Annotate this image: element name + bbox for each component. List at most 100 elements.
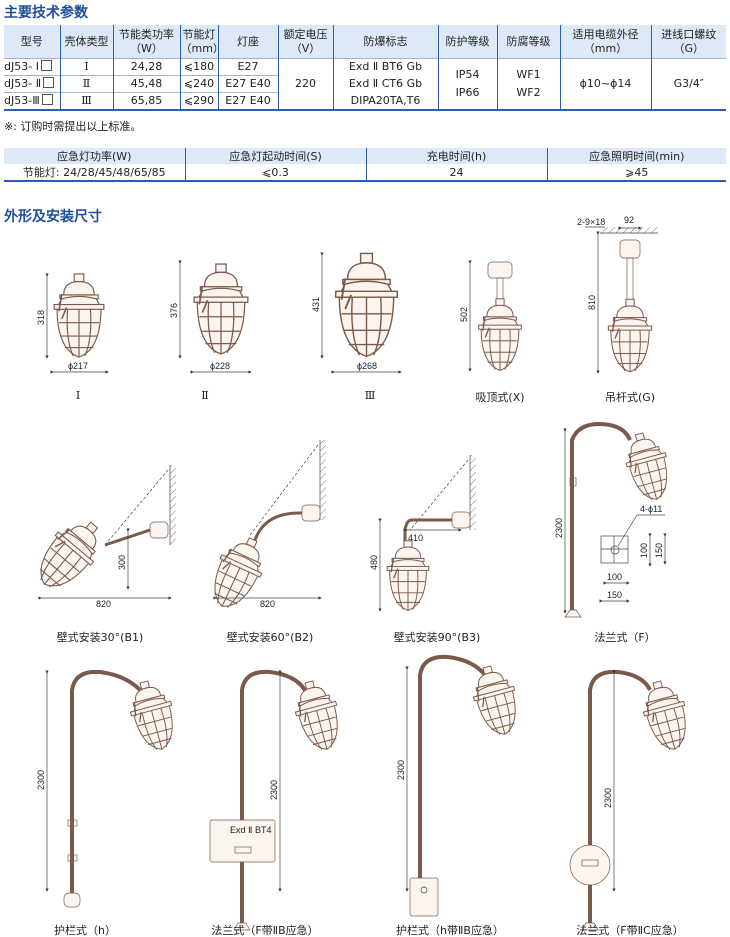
thread-cell: G3/4″ xyxy=(650,58,726,110)
caption-ceiling: 吸顶式(X) xyxy=(475,391,525,404)
caption-flange-b: 法兰式（F带ⅡB应急） xyxy=(211,924,319,937)
pendant-mount-drawing xyxy=(585,226,658,374)
col-header: 进线口螺纹 （G） xyxy=(650,25,726,59)
flange-c-emergency-drawing xyxy=(569,669,696,931)
lamp-cell: ⩽240 xyxy=(179,75,218,93)
shell-cell: Ⅱ xyxy=(59,75,113,93)
dim-label: 2300 xyxy=(396,760,406,780)
dim-label: 480 xyxy=(369,555,379,570)
flange-mount-drawing xyxy=(563,422,677,618)
ip-value: IP54 xyxy=(455,68,480,81)
wf-value: WF1 xyxy=(516,68,541,81)
guardrail-mount-drawing xyxy=(45,669,183,908)
dim-label: 431 xyxy=(311,297,321,312)
ex-mark: DIPA20TA,T6 xyxy=(350,94,421,107)
col-header: 适用电缆外径 （mm） xyxy=(559,25,651,59)
model-cell: dJ53- Ⅱ xyxy=(4,77,42,90)
lighting-time-cell: ⩾45 xyxy=(546,164,726,181)
box-label: Exd Ⅱ BT4 xyxy=(230,825,271,835)
model-cell: dJ53- Ⅰ xyxy=(4,60,39,73)
emergency-table: 应急灯功率(W) 应急灯起动时间(S) 充电时间(h) 应急照明时间(min) … xyxy=(4,148,726,182)
dim-label: 2300 xyxy=(269,780,279,800)
table-row: dJ53- Ⅱ Ⅱ 45,48 ⩽240 E27 E40 xyxy=(4,75,726,93)
dim-label: 150 xyxy=(654,543,664,558)
lamp-cell: ⩽290 xyxy=(179,92,218,110)
dim-label: 410 xyxy=(408,533,423,543)
dim-label: 376 xyxy=(169,303,179,318)
base-cell: E27 xyxy=(217,58,278,76)
col-header: 充电时间(h) xyxy=(365,148,547,164)
dim-label: 4-ϕ11 xyxy=(640,504,662,514)
caption-b3: 壁式安装90°(B3) xyxy=(393,631,481,644)
caption-guardrail-b: 护栏式（h带ⅡB应急） xyxy=(396,924,504,937)
col-header: 应急灯功率(W) xyxy=(4,148,185,164)
dim-label: 2-9×18 xyxy=(577,217,605,227)
wall-mount-30-drawing xyxy=(25,465,176,600)
dim-label: 150 xyxy=(607,590,622,600)
dim-label: ϕ268 xyxy=(357,361,377,371)
voltage-cell: 220 xyxy=(277,58,333,110)
caption-guardrail: 护栏式（h） xyxy=(54,924,116,937)
col-header: 型号 xyxy=(4,25,60,59)
shell-cell: Ⅰ xyxy=(59,58,113,76)
spec-section-title: 主要技术参数 xyxy=(4,5,88,21)
dim-label: ϕ217 xyxy=(68,361,88,371)
emergency-header-row: 应急灯功率(W) 应急灯起动时间(S) 充电时间(h) 应急照明时间(min) xyxy=(4,148,726,164)
wf-value: WF2 xyxy=(516,86,541,99)
charge-time-cell: 24 xyxy=(365,164,547,181)
lamp-type2-drawing xyxy=(193,263,249,355)
col-header: 防腐等级 xyxy=(496,25,560,59)
col-header: 额定电压 （V） xyxy=(277,25,333,59)
col-header: 节能灯 （mm） xyxy=(179,25,224,59)
dim-label: 2300 xyxy=(36,770,46,790)
caption-b2: 壁式安装60°(B2) xyxy=(226,631,314,644)
order-note: ※: 订购时需提出以上标准。 xyxy=(4,120,142,133)
dim-label: 100 xyxy=(607,572,622,582)
dim-label: 502 xyxy=(459,307,469,322)
col-header: 防爆标志 xyxy=(332,25,438,59)
wall-mount-90-drawing xyxy=(378,455,476,612)
guardrail-b-emergency-drawing xyxy=(405,654,526,917)
base-cell: E27 E40 xyxy=(217,75,278,93)
dim-label: 2300 xyxy=(554,518,564,538)
dim-label: 100 xyxy=(639,543,649,558)
ip-value: IP66 xyxy=(455,86,480,99)
ex-mark: Exd Ⅱ BT6 Gb xyxy=(348,60,423,73)
col-header: 应急照明时间(min) xyxy=(546,148,726,164)
dim-label: 300 xyxy=(117,555,127,570)
ex-mark-cell: Exd Ⅱ BT6 Gb Exd Ⅱ CT6 Gb DIPA20TA,T6 xyxy=(332,58,438,110)
spec-header-row: 型号 壳体类型 节能类功率 （W） 节能灯 （mm） 灯座 额定电压 （V） 防… xyxy=(4,25,726,59)
table-row: dJ53- Ⅰ Ⅰ 24,28 ⩽180 E27 220 Exd Ⅱ BT6 G… xyxy=(4,58,726,110)
col-header: 防护等级 xyxy=(437,25,497,59)
dim-label: 820 xyxy=(96,599,111,609)
dim-label: 810 xyxy=(587,295,597,310)
option-checkbox[interactable] xyxy=(43,77,55,88)
ex-mark: Exd Ⅱ CT6 Gb xyxy=(348,77,423,90)
base-cell: E27 E40 xyxy=(217,92,278,110)
caption-type1: Ⅰ xyxy=(75,389,81,402)
col-header: 应急灯起动时间(S) xyxy=(184,148,366,164)
table-row: dJ53-Ⅲ Ⅲ 65,85 ⩽290 E27 E40 xyxy=(4,92,726,110)
dims-section-title: 外形及安装尺寸 xyxy=(4,209,102,225)
option-checkbox[interactable] xyxy=(40,60,52,71)
col-header: 节能类功率 （W） xyxy=(112,25,180,59)
option-checkbox[interactable] xyxy=(41,94,53,105)
power-cell: 45,48 xyxy=(112,75,180,93)
caption-flange: 法兰式（F） xyxy=(594,631,656,644)
model-cell: dJ53-Ⅲ xyxy=(4,94,40,107)
power-cell: 65,85 xyxy=(112,92,180,110)
ceiling-mount-drawing xyxy=(468,260,523,372)
lamp-type3-drawing xyxy=(334,252,399,358)
dim-label: 318 xyxy=(36,310,46,325)
wall-mount-60-drawing xyxy=(201,440,326,617)
col-header: 壳体类型 xyxy=(59,25,113,59)
spec-table: 型号 壳体类型 节能类功率 （W） 节能灯 （mm） 灯座 额定电压 （V） 防… xyxy=(4,25,726,111)
caption-type2: Ⅱ xyxy=(201,389,209,402)
cable-cell: ϕ10~ϕ14 xyxy=(559,58,651,110)
lamp-type1-drawing xyxy=(53,273,105,358)
power-cell: 24,28 xyxy=(112,58,180,76)
